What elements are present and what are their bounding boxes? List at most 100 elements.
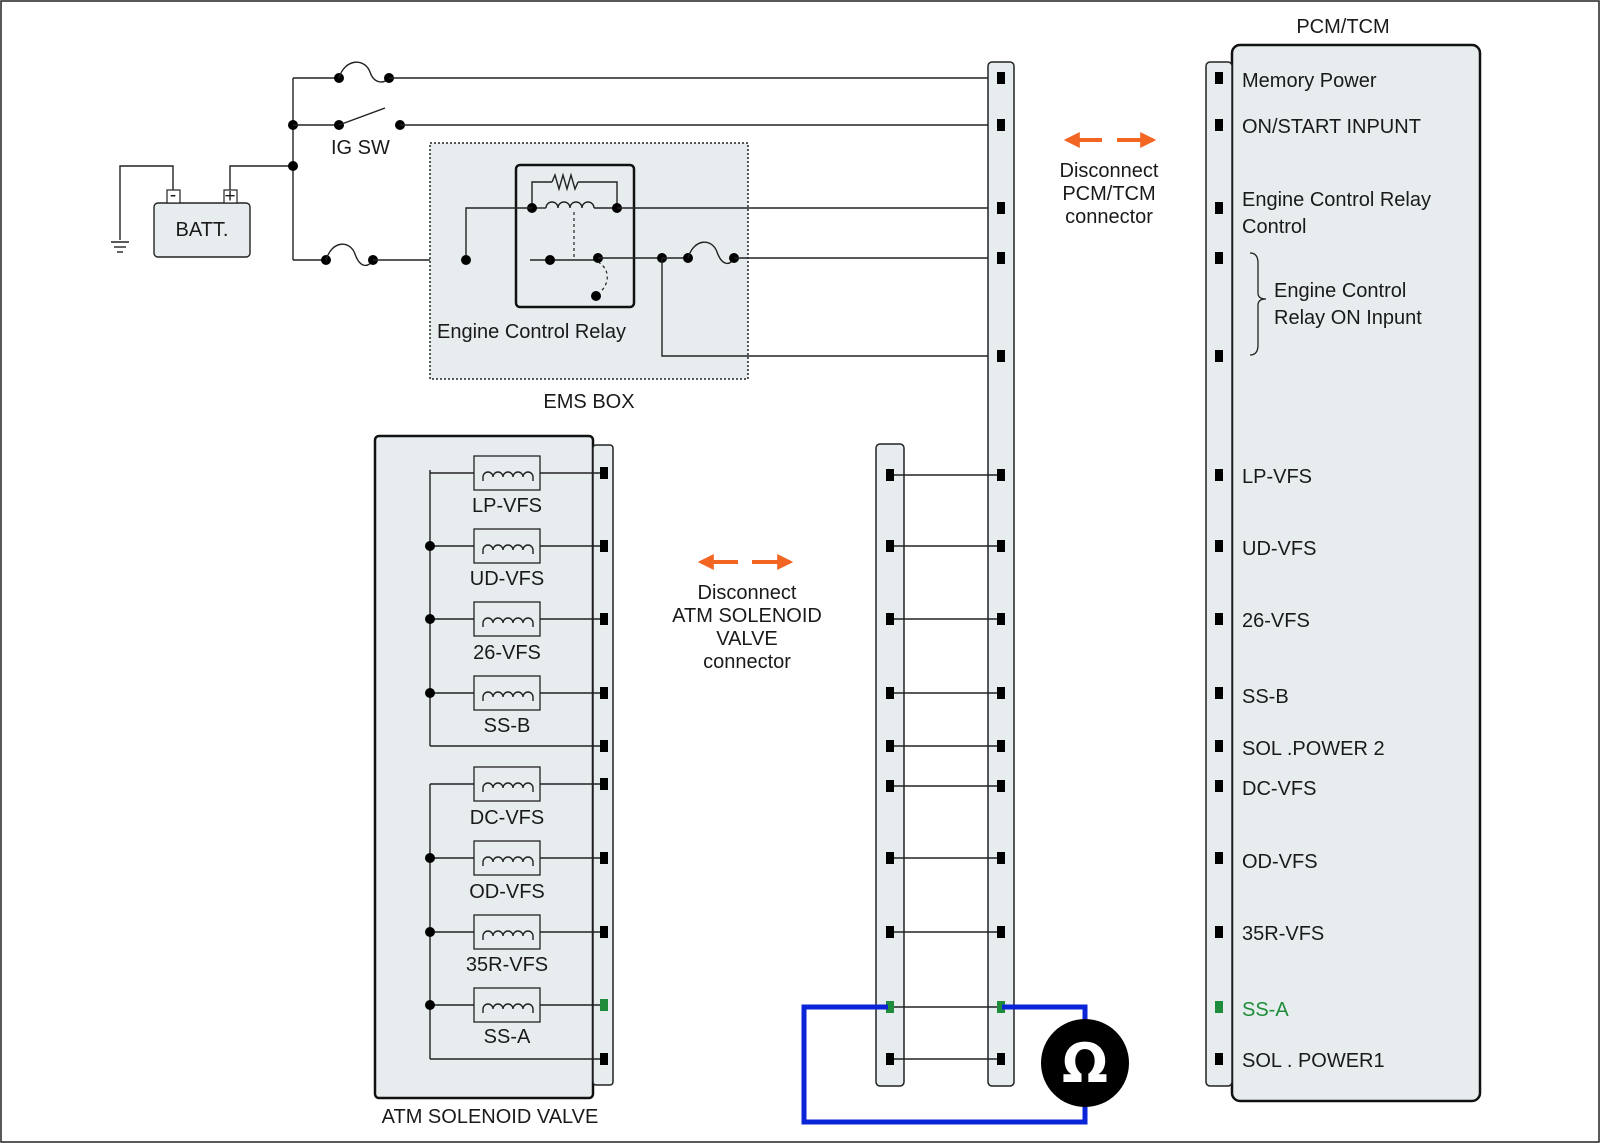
connector-pin	[600, 999, 608, 1011]
connector-pin	[886, 926, 894, 938]
connector-pin	[600, 687, 608, 699]
pcm-connector	[1205, 61, 1233, 1087]
connector-pin	[886, 613, 894, 625]
connector-pin	[997, 72, 1005, 84]
pcm-pin-label: Relay ON Inpunt	[1274, 307, 1422, 329]
connector-pin	[1215, 926, 1223, 938]
connector-pin	[1215, 72, 1223, 84]
pcm-pin-label: LP-VFS	[1242, 466, 1312, 488]
solenoid-35r-vfs: 35R-VFS	[425, 914, 604, 976]
pcm-disconnect-line-1: Disconnect	[1060, 160, 1159, 182]
meter-probe-wire-negative	[801, 1004, 1088, 1125]
ohm-symbol: Ω	[1062, 1032, 1108, 1095]
fuse-icon	[687, 241, 735, 265]
ems-box: Engine Control Relay	[429, 142, 1000, 380]
power-section: - + BATT. IG SW	[111, 61, 1000, 267]
ig-switch-label: IG SW	[331, 137, 390, 159]
pcm-pin-label: 26-VFS	[1242, 610, 1310, 632]
ignition-switch-icon	[293, 107, 405, 130]
pcm-pin-label: UD-VFS	[1242, 538, 1316, 560]
connector-pin	[997, 852, 1005, 864]
brace-icon	[1249, 252, 1267, 356]
solenoid-coil-icon	[473, 675, 541, 711]
connector-pin	[1215, 613, 1223, 625]
connector-pin	[886, 1001, 894, 1013]
connector-pin	[997, 119, 1005, 131]
connector-pin	[600, 740, 608, 752]
pcm-disconnect-note: Disconnect PCM/TCM connector	[1060, 132, 1159, 228]
connector-pin	[1215, 740, 1223, 752]
connector-pin	[600, 852, 608, 864]
connector-pin	[997, 469, 1005, 481]
solenoid-label: SS-B	[484, 715, 531, 737]
pcm-pin-label: OD-VFS	[1242, 851, 1318, 873]
solenoid-ss-a: SS-A	[425, 987, 604, 1048]
connector-pin	[600, 926, 608, 938]
solenoid-label: DC-VFS	[470, 807, 544, 829]
solenoid-ud-vfs: UD-VFS	[425, 528, 604, 590]
pcm-pin-label: SS-B	[1242, 686, 1289, 708]
connector-pin	[997, 350, 1005, 362]
pcm-pin-label: Memory Power	[1242, 70, 1377, 92]
connector-pin	[997, 252, 1005, 264]
pcm-pin-label: SS-A	[1242, 999, 1289, 1021]
pcm-pin-label: Engine Control Relay	[1242, 189, 1431, 211]
connector-pin	[997, 1053, 1005, 1065]
solenoid-ss-b: SS-B	[425, 675, 604, 737]
connector-pin	[1215, 540, 1223, 552]
connector-pin	[997, 926, 1005, 938]
connector-pin	[600, 1053, 608, 1065]
atm-disconnect-note: Disconnect ATM SOLENOID VALVE connector	[672, 554, 822, 673]
battery: - + BATT.	[153, 185, 251, 258]
connector-pin	[1215, 1053, 1223, 1065]
connector-pin	[1215, 202, 1223, 214]
connector-pin	[997, 780, 1005, 792]
atm-solenoid-valve: LP-VFS UD-VFS 26-VFS SS-B DC-VFS OD-VFS 35R-VF…	[373, 434, 614, 1100]
harness-wires	[886, 72, 1005, 1065]
connector-pin	[600, 778, 608, 790]
battery-minus-label: -	[170, 185, 176, 206]
connector-pin	[886, 780, 894, 792]
atm-disconnect-line-3: VALVE	[716, 628, 778, 650]
solenoid-label: SS-A	[484, 1026, 531, 1048]
battery-label: BATT.	[176, 219, 229, 241]
ohmmeter-icon	[1041, 1019, 1129, 1107]
connector-pin	[997, 613, 1005, 625]
relay-housing	[514, 163, 636, 309]
connector-pin	[886, 740, 894, 752]
meter-probe-wire-positive	[1002, 1004, 1088, 1022]
connector-pin	[1215, 780, 1223, 792]
connector-pin	[997, 202, 1005, 214]
connector-pin	[997, 740, 1005, 752]
connector-pin	[1215, 119, 1223, 131]
connector-pin	[886, 852, 894, 864]
connector-pin	[997, 1001, 1005, 1013]
solenoid-label: 26-VFS	[473, 642, 541, 664]
connector-pin	[1215, 1001, 1223, 1013]
solenoid-label: LP-VFS	[472, 495, 542, 517]
relay-coil-icon	[531, 172, 618, 258]
pcm-pin-label: 35R-VFS	[1242, 923, 1324, 945]
connector-pin	[886, 1053, 894, 1065]
battery-plus-label: +	[224, 186, 235, 207]
connector-pin	[1215, 687, 1223, 699]
connector-pin	[1215, 252, 1223, 264]
connector-pin	[886, 540, 894, 552]
pcm-pin-label: Control	[1242, 216, 1306, 238]
atm-connector	[592, 444, 614, 1086]
pcm-pin-label: SOL .POWER 2	[1242, 738, 1385, 760]
connector-pin	[600, 467, 608, 479]
pcm-tcm-title: PCM/TCM	[1296, 16, 1389, 38]
atm-disconnect-line-2: ATM SOLENOID	[672, 605, 822, 627]
engine-control-relay-label: Engine Control Relay	[437, 321, 626, 343]
solenoid-label: OD-VFS	[469, 881, 545, 903]
pcm-disconnect-line-2: PCM/TCM	[1062, 183, 1155, 205]
connector-pin	[600, 540, 608, 552]
pcm-pin-label: ON/START INPUNT	[1242, 116, 1421, 138]
connector-pin	[1215, 469, 1223, 481]
connector-pin	[886, 469, 894, 481]
solenoid-lp-vfs: LP-VFS	[430, 455, 604, 517]
